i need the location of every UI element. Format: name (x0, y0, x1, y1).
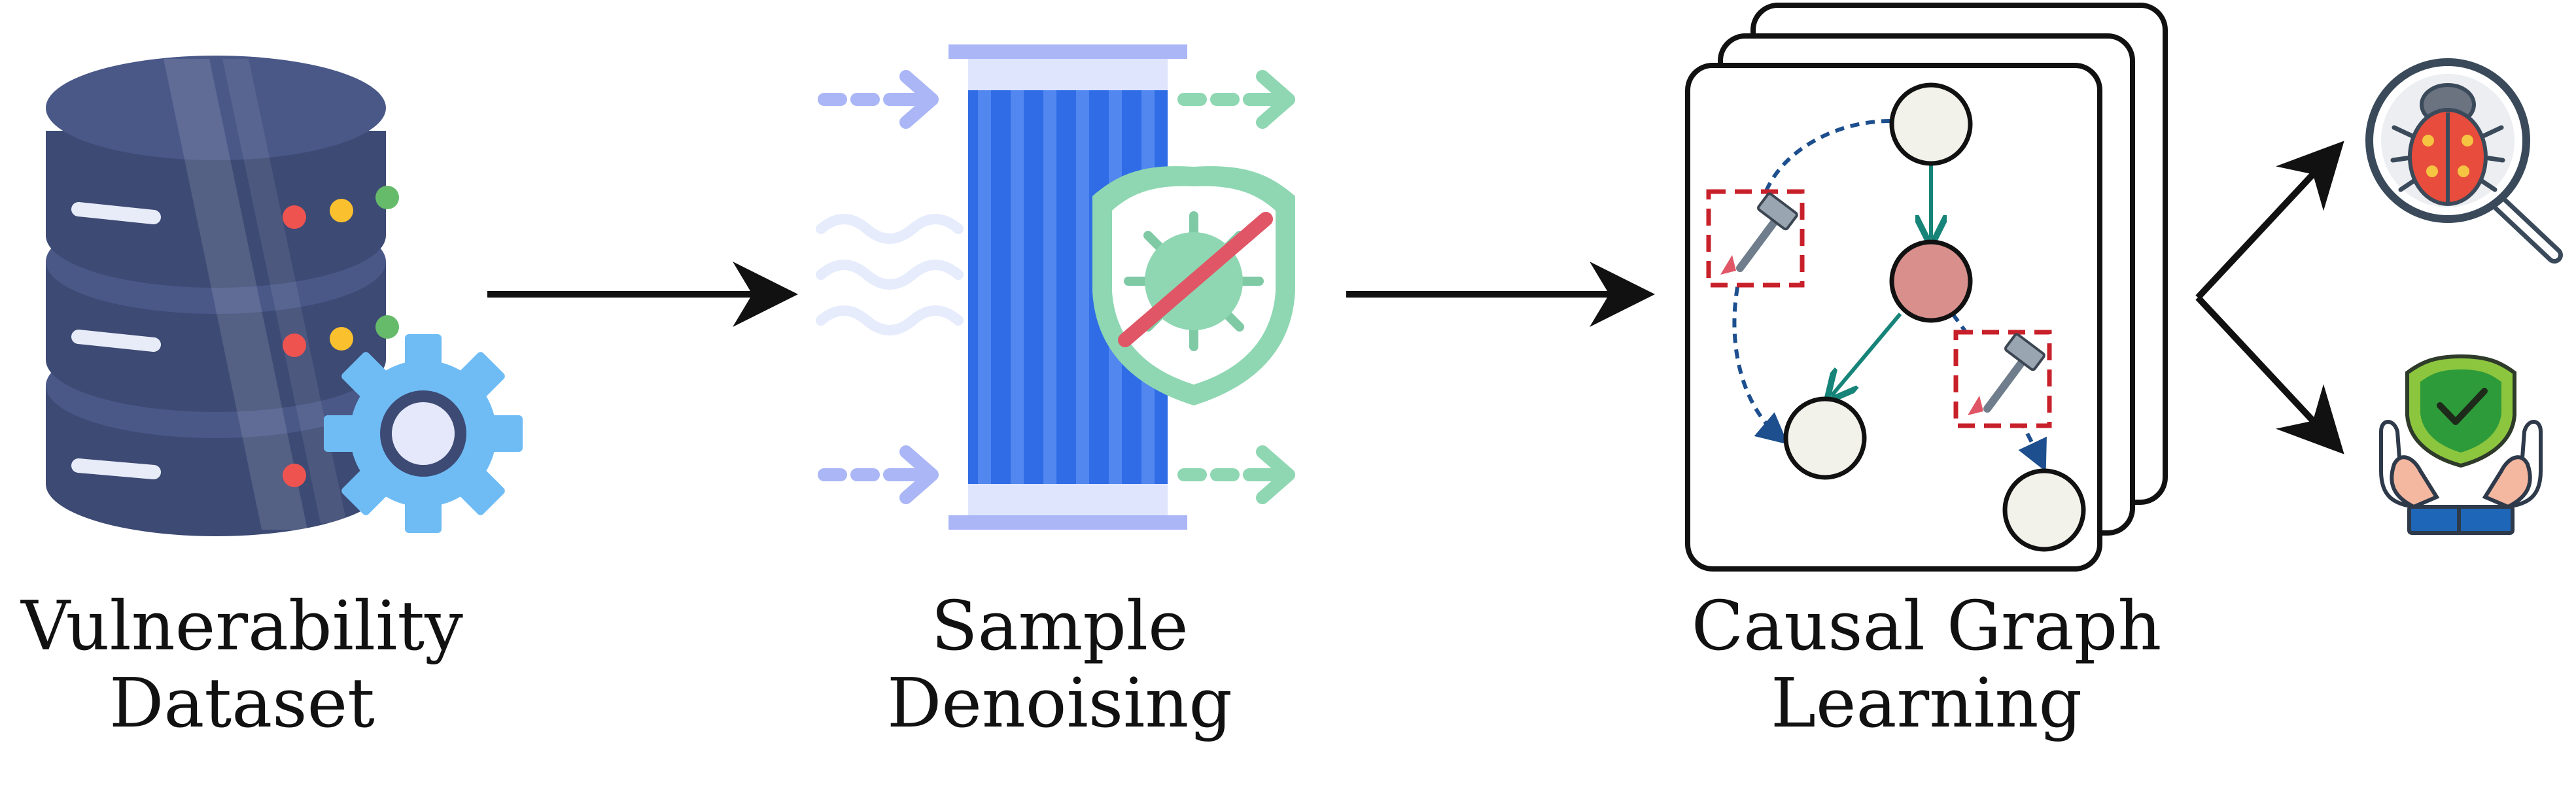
stage-label-dataset: Vulnerability Dataset (0, 587, 569, 742)
hammer-icon (1706, 189, 1805, 288)
database-icon (46, 56, 399, 536)
stage-label-line1: Vulnerability (21, 586, 463, 666)
stage-label-line1: Sample (931, 586, 1189, 666)
stage-label-line2: Learning (1770, 663, 2083, 743)
gear-icon (324, 334, 523, 533)
hammer-icon (1953, 330, 2052, 428)
bug-magnifier-icon (2365, 58, 2563, 264)
stage-label-line1: Causal Graph (1691, 586, 2162, 666)
protection-hands-icon (2379, 354, 2543, 535)
stage-label-line2: Denoising (887, 663, 1232, 743)
stage-label-denoising: Sample Denoising (733, 587, 1387, 742)
stage-label-causal: Causal Graph Learning (1599, 587, 2254, 742)
graph-card-icon (1685, 3, 2168, 572)
stage-label-line2: Dataset (109, 663, 375, 743)
fork-arrows (2195, 141, 2344, 454)
virus-icon (1118, 211, 1273, 351)
